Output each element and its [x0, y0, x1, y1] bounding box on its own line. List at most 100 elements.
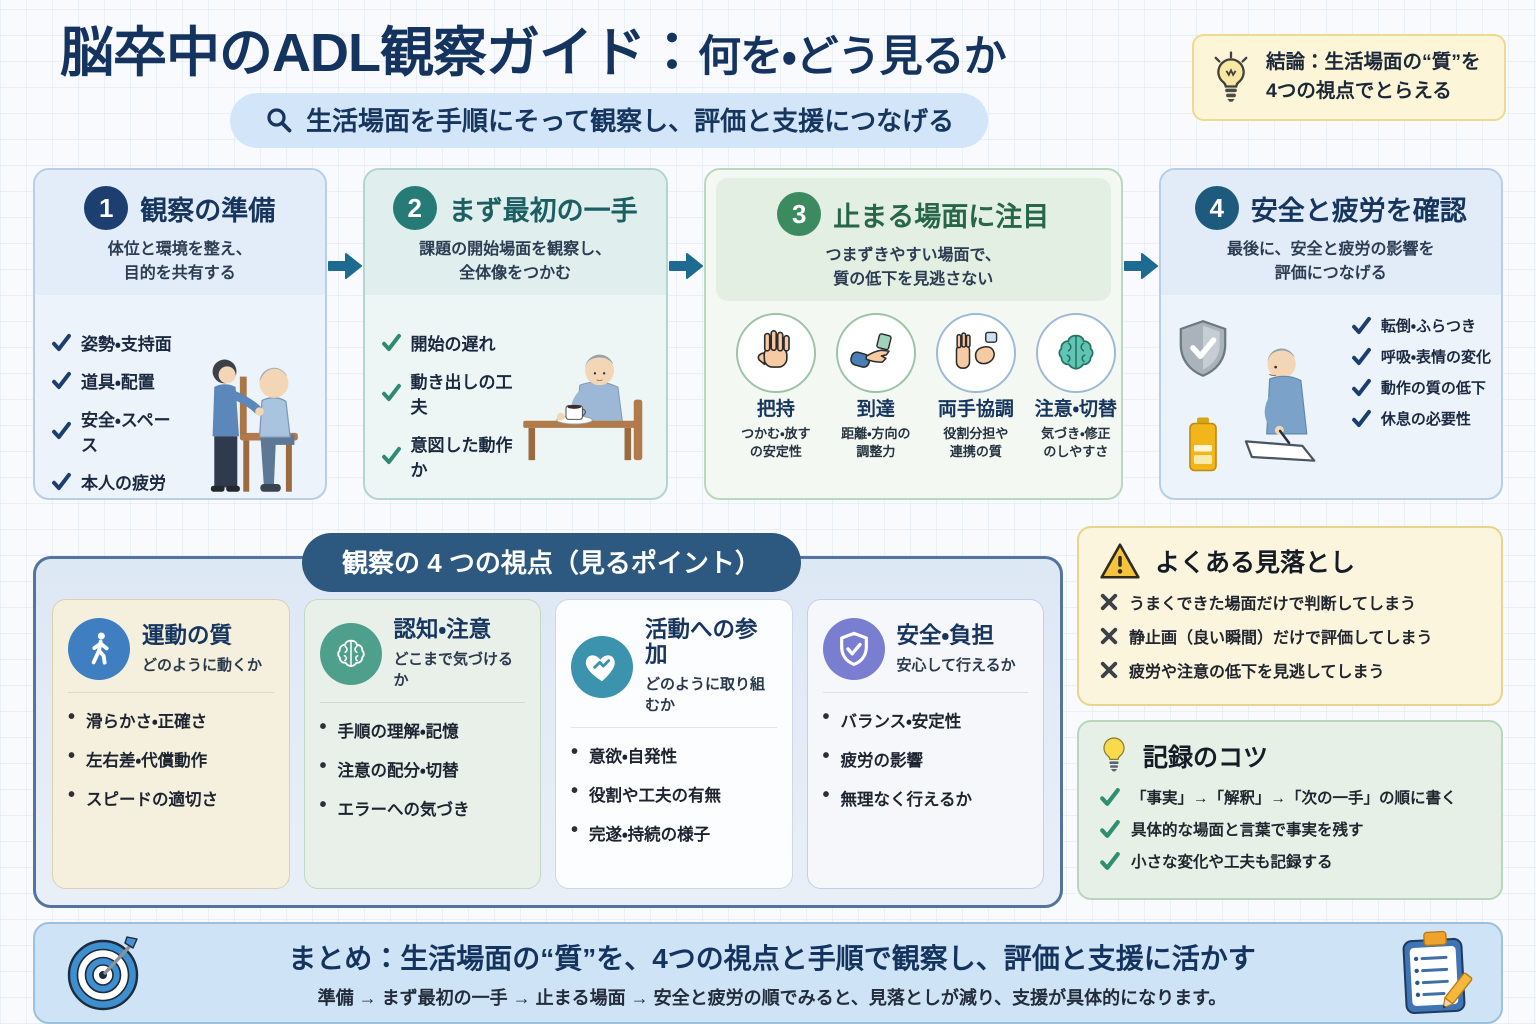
check-icon — [1351, 378, 1371, 396]
page-title-main: 脳卒中のADL観察ガイド： — [60, 23, 699, 83]
clipboard-icon — [1402, 931, 1473, 1015]
hand-grip-icon — [757, 329, 790, 368]
conclusion-line2: 4つの視点でとらえる — [1266, 80, 1452, 103]
list-item: 疲労や注意の低下を見逃してしまう — [1099, 658, 1481, 682]
summary-subtitle: 準備 → まず最初の一手 → 止まる場面 → 安全と疲労の順でみると、見落としが… — [317, 987, 1227, 1008]
list-item: バランス・安定性 — [823, 706, 1029, 732]
list-item: 手順の理解・記憶 — [320, 716, 526, 742]
step-3-title: 止まる場面に注目 — [833, 201, 1050, 232]
viewpoint-subtitle: 安心して行えるか — [896, 656, 1016, 674]
brain-icon — [1058, 334, 1094, 370]
handshake-heart-icon — [585, 654, 615, 681]
step-1-number-badge: 1 — [84, 186, 129, 231]
step-3-desc: つまずきやすい場面で、質の低下を見逃さない — [825, 247, 1001, 288]
cross-icon — [1100, 594, 1118, 611]
arrow-right-icon — [1123, 253, 1158, 280]
step-card-1: 1 観察の準備 体位と環境を整え、目的を共有する 姿勢・支持面 道具・配置 安全… — [33, 168, 327, 501]
flow-section — [1123, 250, 1159, 500]
arrow-right-icon — [327, 253, 362, 280]
list-item: 注意の配分・切替 — [320, 755, 526, 781]
list-item: 「事実」→「解釈」→「次の一手」の順に書く — [1099, 786, 1481, 808]
checklist-item: 休息の必要性 — [1351, 408, 1491, 429]
checklist-item: 姿勢・支持面 — [51, 330, 187, 355]
check-icon — [52, 422, 71, 440]
step-card-4: 4 安全と疲労を確認 最後に、安全と疲労の影響を評価につなげる — [1158, 168, 1503, 501]
summary-banner: まとめ：生活場面の“質”を、4つの視点と手順で観察し、評価と支援に活かす 準備 … — [33, 922, 1503, 1024]
step-4-number-badge: 4 — [1194, 186, 1239, 231]
checklist-item: 転倒・ふらつき — [1351, 315, 1491, 336]
step-2-number-badge: 2 — [392, 186, 437, 231]
checklist-item: 道具・配置 — [51, 368, 187, 393]
list-item: 左右差・代償動作 — [68, 745, 274, 771]
man-at-table-illustration — [522, 354, 643, 460]
list-item: 完遂・持続の様子 — [571, 819, 777, 845]
reach-icon — [849, 332, 892, 368]
subtitle-banner: 生活場面を手順にそって観察し、評価と支援につなげる — [230, 93, 989, 149]
cross-icon — [1100, 628, 1118, 645]
safety-icons-column — [1173, 301, 1233, 491]
flow-section — [327, 250, 363, 500]
warning-icon — [1100, 543, 1140, 579]
focus-item-grip: 把持 つかむ・放すの安定性 — [726, 311, 826, 487]
viewpoints-header-pill: 観察の 4 つの視点（見るポイント） — [302, 533, 801, 593]
target-icon — [67, 936, 139, 1011]
viewpoint-card-safety: 安全・負担 安心して行えるか バランス・安定性 疲労の影響 無理なく行えるか — [806, 599, 1044, 890]
checklist-item: 動作の質の低下 — [1351, 377, 1491, 398]
step-4-title: 安全と疲労を確認 — [1250, 195, 1467, 226]
step-2-desc: 課題の開始場面を観察し、全体像をつかむ — [419, 241, 612, 282]
list-item: 静止画（良い瞬間）だけで評価してしまう — [1099, 624, 1481, 648]
check-icon — [52, 333, 71, 351]
step-2-header: 2 まず最初の一手 課題の開始場面を観察し、全体像をつかむ — [364, 170, 666, 295]
checklist-item: 動き出しの工夫 — [381, 368, 518, 418]
conclusion-box: 結論：生活場面の“質”を 4つの視点でとらえる — [1192, 34, 1506, 121]
side-column: よくある見落とし うまくできた場面だけで判断してしまう 静止画（良い瞬間）だけで… — [1077, 526, 1503, 901]
viewpoint-list: 滑らかさ・正確さ 左右差・代償動作 スピードの適切さ — [68, 706, 274, 810]
lightbulb-icon — [1214, 51, 1248, 103]
step-4-desc: 最後に、安全と疲労の影響を評価につなげる — [1227, 241, 1435, 282]
check-icon — [52, 371, 71, 389]
step-4-header: 4 安全と疲労を確認 最後に、安全と疲労の影響を評価につなげる — [1160, 170, 1501, 295]
lightbulb-icon — [1103, 737, 1125, 772]
list-item: うまくできた場面だけで判断してしまう — [1099, 590, 1481, 614]
step-2-checklist: 開始の遅れ 動き出しの工夫 意図した動作か — [381, 317, 518, 494]
viewpoint-list: 手順の理解・記憶 注意の配分・切替 エラーへの気づき — [320, 716, 526, 820]
list-item: 役割や工夫の有無 — [571, 780, 777, 806]
pitfalls-list: うまくできた場面だけで判断してしまう 静止画（良い瞬間）だけで評価してしまう 疲… — [1099, 590, 1481, 682]
flow-section — [668, 250, 704, 500]
checklist-item: 呼吸・表情の変化 — [1351, 346, 1491, 367]
walking-person-icon — [91, 632, 109, 665]
step-4-checklist: 転倒・ふらつき 呼吸・表情の変化 動作の質の低下 休息の必要性 — [1351, 305, 1491, 491]
viewpoint-title: 認知・注意 — [393, 617, 492, 643]
both-hands-icon — [955, 331, 998, 369]
writing-person-illustration — [1244, 348, 1315, 463]
list-item: 滑らかさ・正確さ — [68, 706, 274, 732]
viewpoint-card-participation: 活動への参加 どのように取り組むか 意欲・自発性 役割や工夫の有無 完遂・持続の… — [555, 599, 793, 890]
step-card-3: 3 止まる場面に注目 つまずきやすい場面で、質の低下を見逃さない 把持 つかむ・… — [703, 168, 1123, 501]
viewpoint-subtitle: どこまで気づけるか — [393, 651, 514, 690]
summary-title: まとめ：生活場面の“質”を、4つの視点と手順で観察し、評価と支援に活かす — [288, 942, 1256, 974]
viewpoint-title: 活動への参加 — [645, 617, 758, 668]
summary-text: まとめ：生活場面の“質”を、4つの視点と手順で観察し、評価と支援に活かす 準備 … — [165, 937, 1379, 1010]
tips-title: 記録のコツ — [1143, 744, 1269, 773]
step-1-checklist: 姿勢・支持面 道具・配置 安全・スペース 本人の疲労 — [51, 317, 187, 499]
step-2-title: まず最初の一手 — [448, 195, 638, 226]
viewpoint-title: 運動の質 — [142, 623, 233, 649]
check-icon — [381, 447, 401, 465]
pitfalls-box: よくある見落とし うまくできた場面だけで判断してしまう 静止画（良い瞬間）だけで… — [1077, 526, 1503, 707]
conclusion-line1: 結論：生活場面の“質”を — [1266, 51, 1481, 73]
step-1-desc: 体位と環境を整え、目的を共有する — [107, 241, 252, 282]
checklist-item: 意図した動作か — [381, 431, 518, 481]
viewpoint-title: 安全・負担 — [896, 623, 995, 649]
step-3-header: 3 止まる場面に注目 つまずきやすい場面で、質の低下を見逃さない — [715, 178, 1111, 301]
brain-icon — [336, 640, 365, 668]
viewpoint-card-cognition: 認知・注意 どこまで気づけるか 手順の理解・記憶 注意の配分・切替 エラーへの気… — [303, 599, 541, 890]
checklist-item: 本人の疲労 — [51, 469, 187, 494]
focus-item-bimanual: 両手協調 役割分担や連携の質 — [926, 311, 1026, 487]
cross-icon — [1100, 662, 1118, 679]
list-item: 疲労の影響 — [823, 745, 1029, 771]
check-icon — [1351, 316, 1371, 334]
check-icon — [381, 384, 401, 402]
tips-box: 記録のコツ 「事実」→「解釈」→「次の一手」の順に書く 具体的な場面と言葉で事実… — [1077, 720, 1503, 901]
tips-list: 「事実」→「解釈」→「次の一手」の順に書く 具体的な場面と言葉で事実を残す 小さ… — [1099, 786, 1481, 872]
step-card-2: 2 まず最初の一手 課題の開始場面を観察し、全体像をつかむ 開始の遅れ 動き出し… — [362, 168, 668, 501]
